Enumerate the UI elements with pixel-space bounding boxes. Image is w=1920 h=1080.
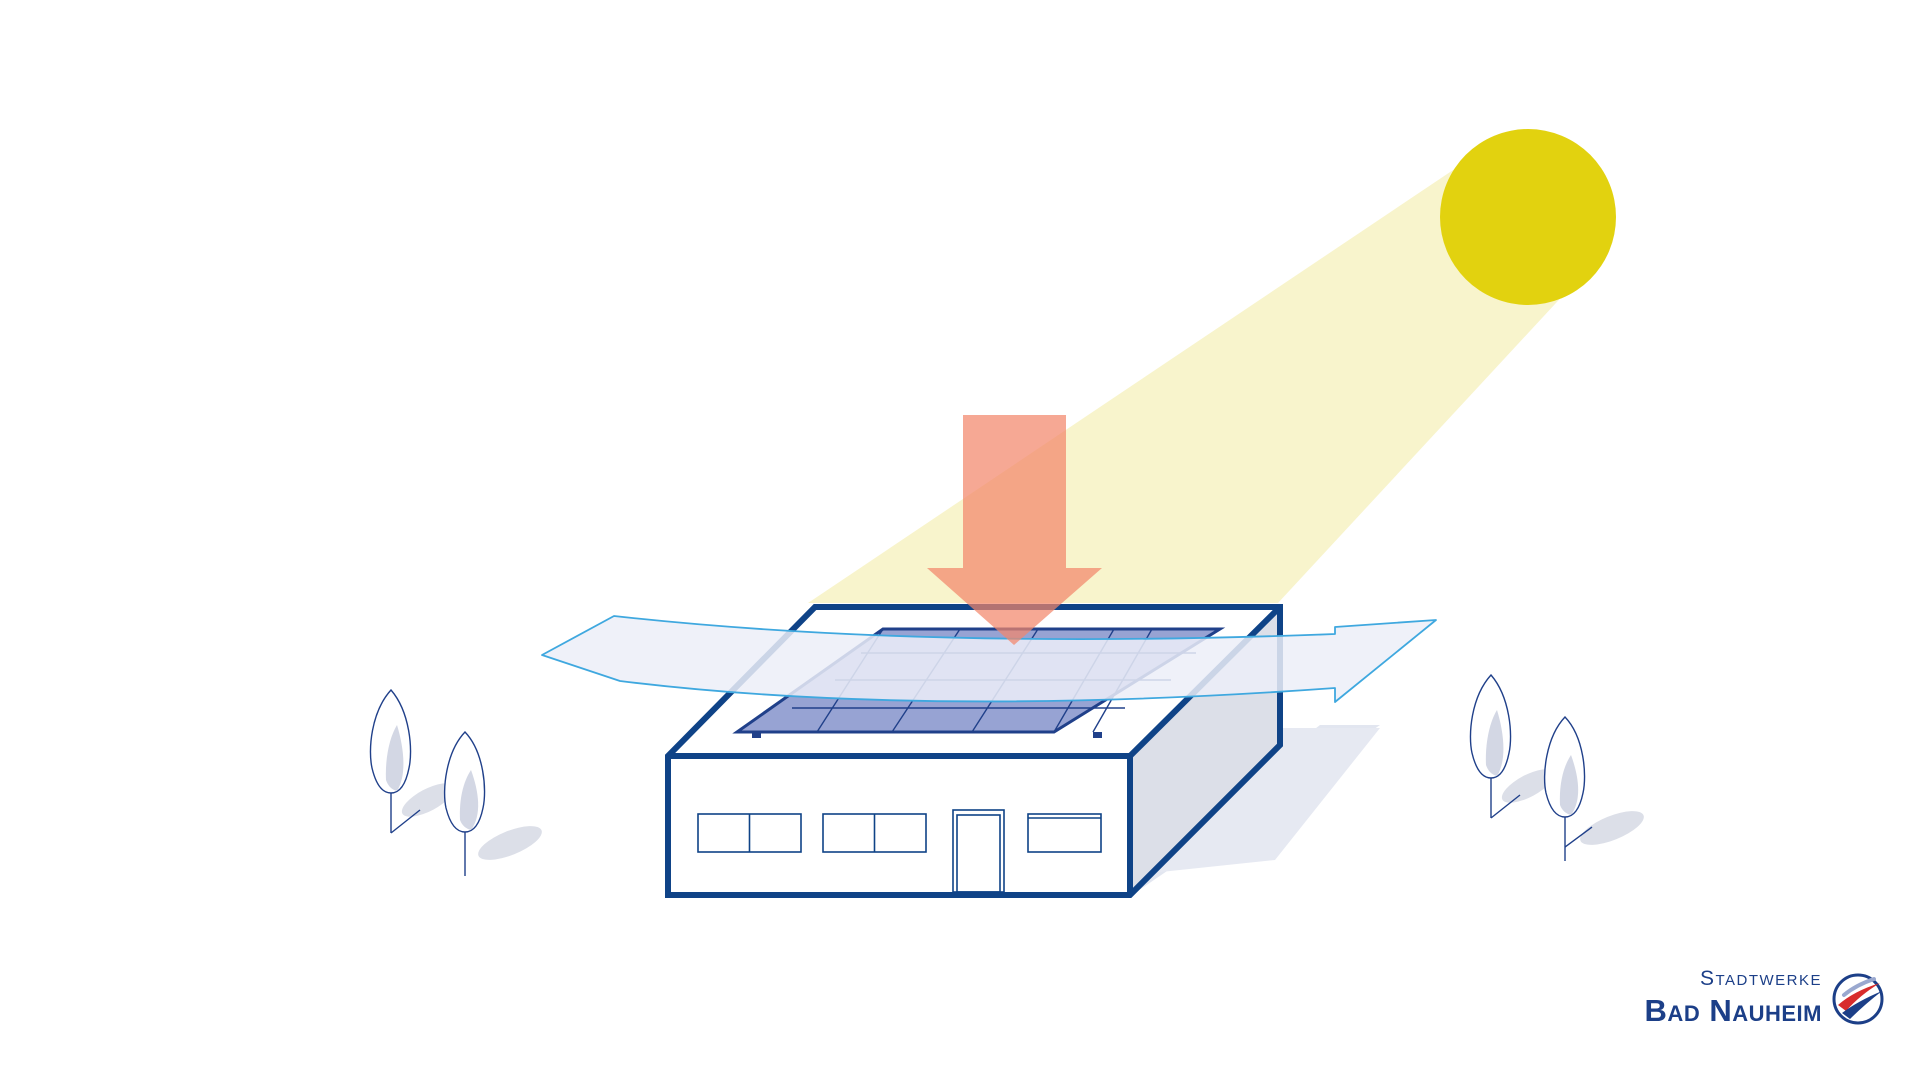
building-outline: [665, 604, 1283, 898]
sun-icon: [1440, 129, 1616, 305]
brand-line-2: Bad Nauheim: [1644, 993, 1822, 1028]
down-arrow-icon: [927, 415, 1102, 645]
tree: [369, 688, 421, 834]
building-shadow-base: [1132, 728, 1380, 875]
trees-right: [1469, 673, 1644, 861]
wind-arrow-icon: [541, 615, 1437, 703]
building-windows: [697, 809, 1102, 893]
tree: [1469, 673, 1521, 819]
tree: [1543, 715, 1593, 861]
tree: [443, 730, 486, 876]
stadtwerke-emblem-icon: [1832, 973, 1884, 1025]
stadtwerke-logo: Stadtwerke Bad Nauheim: [1608, 965, 1888, 1037]
trees-left: [369, 688, 542, 876]
brand-line-1: Stadtwerke: [1699, 967, 1822, 990]
door: [952, 809, 1005, 893]
window-3: [1027, 813, 1102, 853]
